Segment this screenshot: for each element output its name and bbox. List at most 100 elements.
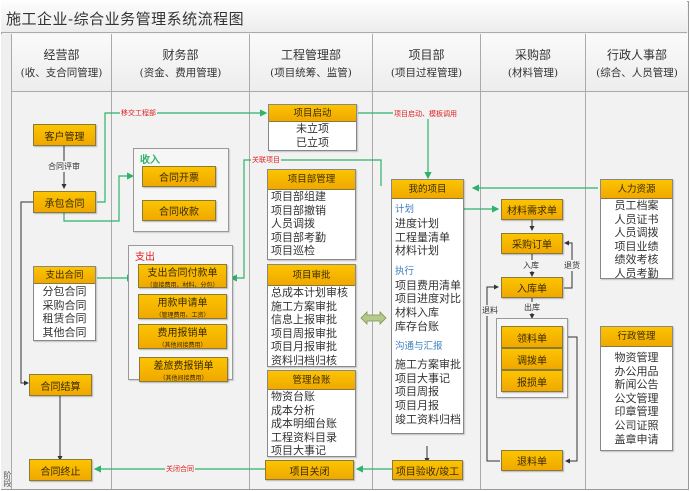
panel-item[interactable]: 信息上报审批 — [271, 313, 337, 327]
node-label: 项目关闭 — [289, 466, 330, 478]
panel-item[interactable]: 施工方案审批 — [271, 299, 337, 313]
node-transfer[interactable]: 调拨单 — [501, 348, 563, 370]
panel-item[interactable]: 项目部撤销 — [271, 203, 326, 217]
flow-startup-template — [358, 112, 432, 180]
panel-item[interactable]: 项目部考勤 — [271, 230, 326, 244]
panel-item[interactable]: 项目大事记 — [395, 371, 450, 385]
node-fund-request[interactable]: 用款申请单（管理费用、工资） — [138, 294, 227, 319]
node-label: 费用报销单 — [157, 328, 208, 339]
panel-item[interactable]: 人员证书 — [614, 212, 659, 226]
panel-item[interactable]: 项目巡检 — [271, 244, 315, 258]
panel-item[interactable]: 项目部组建 — [271, 190, 326, 203]
arrow-outbound-to-return — [564, 336, 578, 464]
panel-item[interactable]: 新闻公告 — [614, 378, 659, 392]
lane-purchase: 采购部(材料管理) — [481, 34, 586, 489]
panel-item[interactable]: 项目月报审批 — [271, 340, 337, 354]
panel-item[interactable]: 材料计划 — [395, 244, 439, 258]
panel-item[interactable]: 项目周报 — [395, 385, 439, 399]
panel-item[interactable]: 进度计划 — [395, 217, 439, 230]
lane-name: 采购部 — [514, 48, 551, 62]
panel-item[interactable]: 物资台账 — [271, 390, 315, 403]
panel-item[interactable]: 项目大事记 — [271, 444, 326, 458]
panel-item[interactable]: 竣工资料归档 — [395, 412, 461, 426]
node-label: 调拨单 — [517, 355, 547, 367]
node-stock-in[interactable]: 入库单 — [501, 277, 563, 298]
node-project-acceptance[interactable]: 项目验收/竣工 — [392, 460, 463, 480]
panel-item[interactable]: 已立项 — [296, 135, 329, 149]
panel-item[interactable]: 施工方案审批 — [395, 358, 461, 372]
lane-sub: (项目过程管理) — [390, 67, 463, 79]
panel-item[interactable]: 总成本计划审核 — [271, 286, 348, 299]
panel-my-project[interactable]: 我的项目 计划 进度计划 工程量清单 材料计划 执行 项目费用清单 项目进度对比… — [391, 179, 464, 434]
node-damage-report[interactable]: 报损单 — [501, 370, 563, 392]
panel-item[interactable]: 物资管理 — [614, 351, 659, 364]
panel-project-startup[interactable]: 项目启动 未立项 已立项 — [268, 104, 357, 151]
panel-item[interactable]: 项目业绩 — [614, 239, 659, 253]
panel-expense-contract[interactable]: 支出合同 分包合同 采购合同 租赁合同 其他合同 — [33, 266, 96, 341]
lane-name: 项目部 — [408, 48, 445, 62]
node-customer-mgmt[interactable]: 客户管理 — [33, 124, 96, 146]
node-contract-receipt[interactable]: 合同收款 — [142, 200, 216, 221]
panel-item[interactable]: 采购合同 — [42, 298, 87, 312]
panel-item[interactable]: 成本分析 — [271, 403, 315, 417]
panel-mgmt-ledger[interactable]: 管理台账 物资台账 成本分析 成本明细台账 工程资料目录 项目大事记 — [267, 370, 356, 457]
panel-item[interactable]: 人员调拨 — [271, 217, 315, 231]
node-project-close[interactable]: 项目关闭 — [265, 460, 354, 480]
node-sublabel: （管理费用、工资） — [155, 312, 210, 319]
node-expense-claim[interactable]: 费用报销单 （其他间接费用） — [138, 324, 227, 349]
node-purchase-order[interactable]: 采购订单 — [501, 233, 563, 254]
node-contract[interactable]: 承包合同 — [33, 191, 96, 213]
panel-item[interactable]: 材料入库 — [395, 305, 439, 319]
panel-title: 管理台账 — [268, 371, 355, 390]
panel-item[interactable]: 库存台账 — [395, 319, 439, 333]
node-sublabel: （其他间接费用） — [158, 342, 207, 349]
panel-title: 项目启动 — [269, 105, 356, 122]
node-contract-invoice[interactable]: 合同开票 — [142, 166, 216, 187]
panel-item[interactable]: 项目进度对比 — [395, 292, 461, 306]
arrow-return-to-stockin — [486, 284, 500, 462]
panel-item[interactable]: 工程量清单 — [395, 230, 450, 244]
node-settlement[interactable]: 合同结算 — [29, 374, 92, 396]
panel-item[interactable]: 人员考勤 — [614, 266, 659, 280]
panel-item[interactable]: 绩效考核 — [614, 253, 659, 267]
panel-item[interactable]: 办公用品 — [614, 364, 659, 378]
lane-header: 项目部 (项目过程管理) — [373, 34, 480, 92]
panel-item[interactable]: 盖章申请 — [614, 432, 659, 446]
node-material-demand[interactable]: 材料需求单 — [501, 199, 563, 220]
lane-sub: (综合、人员管理) — [596, 67, 678, 79]
lane-sub: (项目统筹、监管) — [270, 67, 352, 79]
panel-item[interactable]: 员工档案 — [614, 199, 659, 212]
panel-hr[interactable]: 人力资源 员工档案 人员证书 人员调拨 项目业绩 绩效考核 人员考勤 — [600, 179, 673, 280]
node-label: 差旅费报销单 — [153, 361, 214, 372]
section-execute: 执行 — [395, 265, 415, 277]
flow-label-link-project: 关联项目 — [251, 155, 281, 165]
label-contract-review: 合同评审 — [47, 161, 81, 172]
label-return-material: 退料 — [481, 305, 499, 316]
panel-item[interactable]: 公司证照 — [614, 418, 659, 432]
node-label: 客户管理 — [44, 131, 85, 143]
panel-item[interactable]: 分包合同 — [42, 285, 87, 298]
panel-item[interactable]: 成本明细台账 — [271, 417, 337, 431]
panel-item[interactable]: 资料归档归核 — [271, 353, 337, 367]
panel-item[interactable]: 工程资料目录 — [271, 430, 337, 444]
panel-office[interactable]: 行政管理 物资管理 办公用品 新闻公告 公文管理 印章管理 公司证照 盖章申请 — [600, 326, 673, 451]
panel-dept-mgmt[interactable]: 项目部管理 项目部组建 项目部撤销 人员调拨 项目部考勤 项目巡检 — [267, 169, 356, 260]
panel-project-approval[interactable]: 项目审批 总成本计划审核 施工方案审批 信息上报审批 项目周报审批 项目月报审批… — [267, 264, 356, 367]
node-label: 合同终止 — [40, 466, 81, 478]
panel-item[interactable]: 印章管理 — [614, 405, 659, 419]
node-return-material[interactable]: 退料单 — [501, 450, 563, 471]
node-travel-claim[interactable]: 差旅费报销单（其他间接费用） — [139, 357, 228, 382]
panel-item[interactable]: 公文管理 — [614, 391, 659, 405]
node-payment-order[interactable]: 支出合同付款单（直接费用、材料、分包） — [138, 264, 227, 289]
panel-item[interactable]: 人员调拨 — [614, 226, 659, 240]
panel-item[interactable]: 项目周报审批 — [271, 326, 337, 340]
node-requisition[interactable]: 领料单 — [501, 326, 563, 348]
panel-item[interactable]: 项目月报 — [395, 398, 439, 412]
arrow-contract-to-settlement — [20, 201, 33, 386]
node-label: 合同收款 — [159, 207, 199, 218]
node-termination[interactable]: 合同终止 — [29, 459, 92, 481]
panel-item[interactable]: 未立项 — [296, 122, 329, 135]
panel-item[interactable]: 项目费用清单 — [395, 278, 461, 292]
panel-item[interactable]: 其他合同 — [42, 325, 87, 339]
panel-item[interactable]: 租赁合同 — [42, 312, 87, 326]
